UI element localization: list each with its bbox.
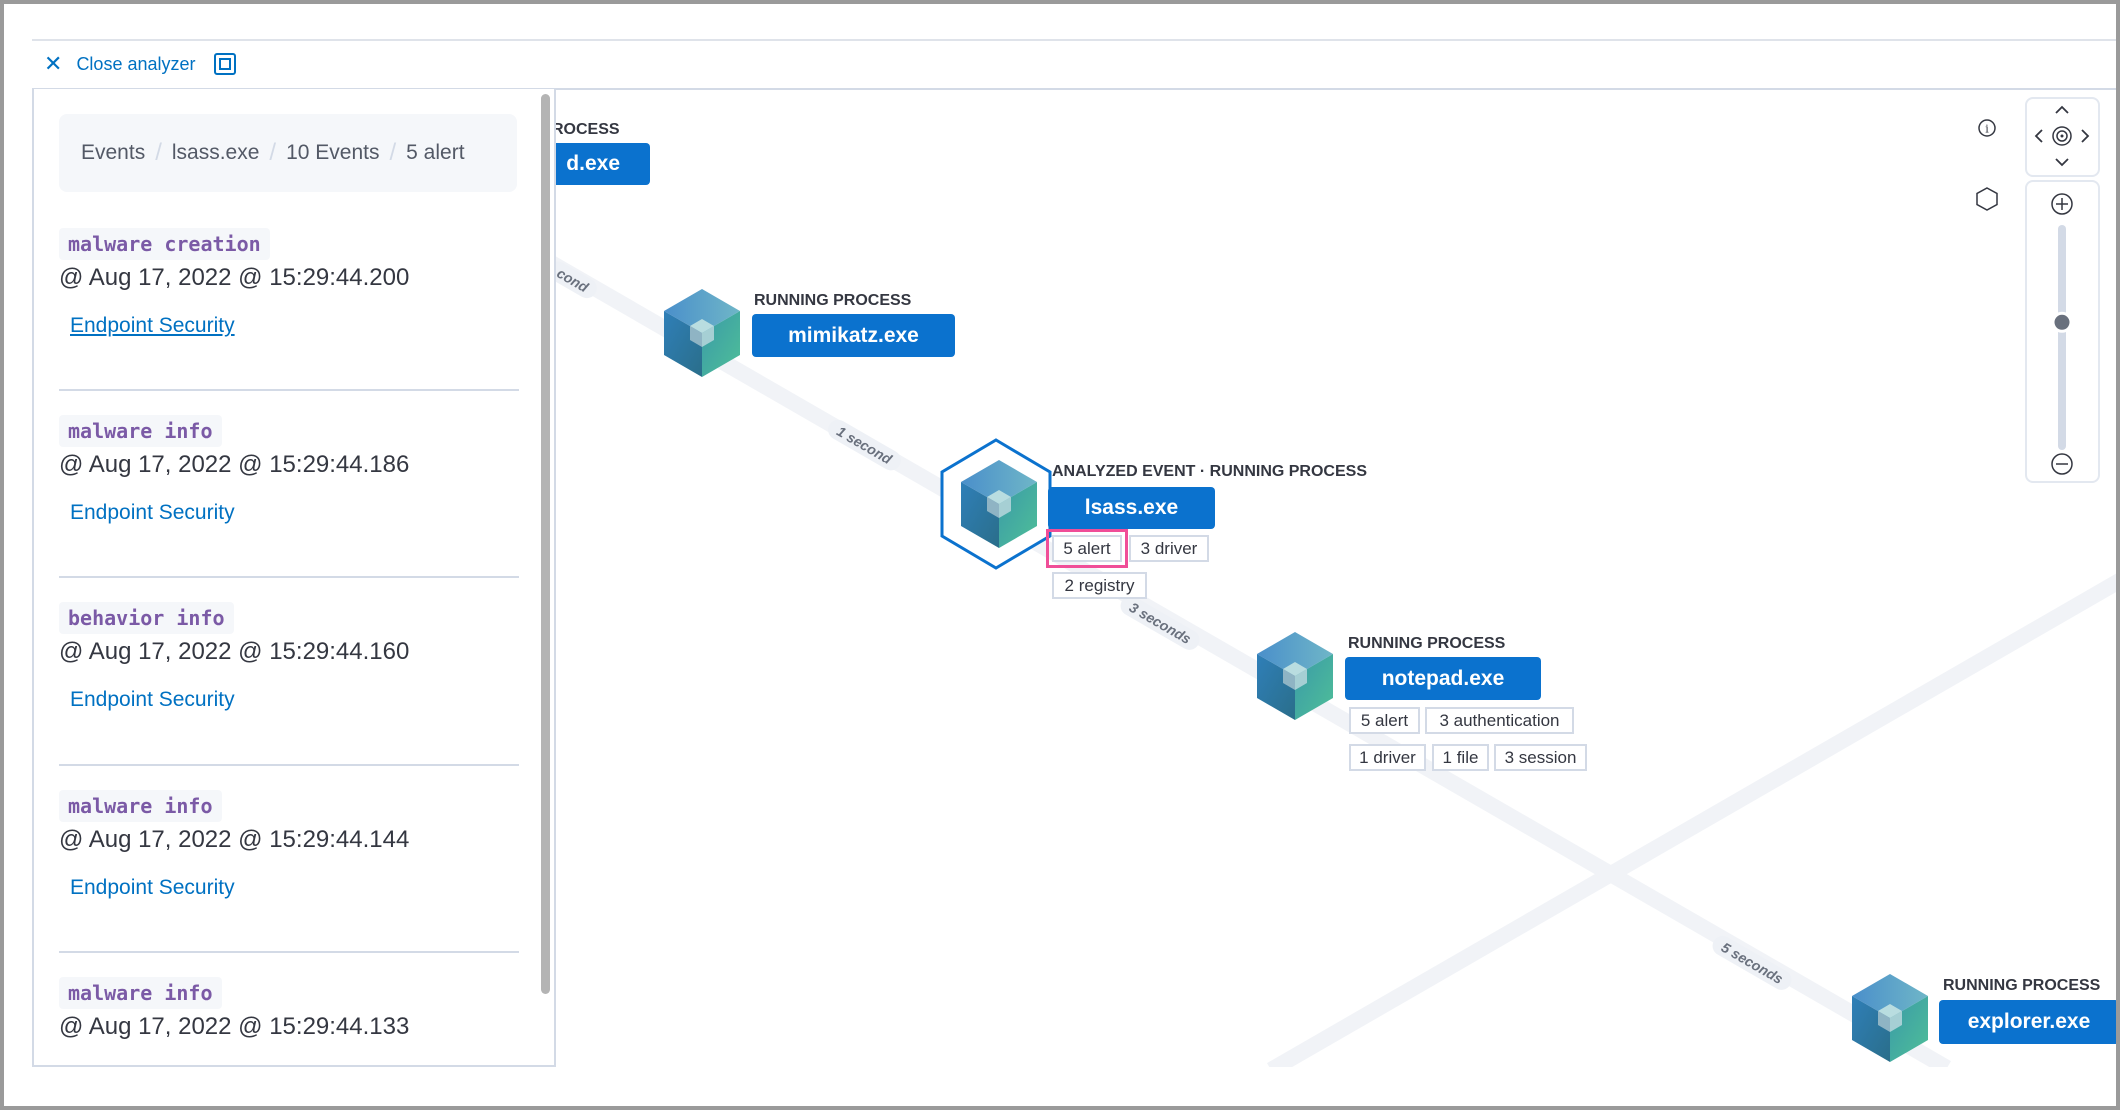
process-node-button[interactable]: d.exe [556, 143, 650, 185]
node-pill-registry[interactable]: 2 registry [1052, 572, 1147, 599]
breadcrumb-item[interactable]: Events [81, 141, 146, 164]
event-source-link[interactable]: Endpoint Security [70, 501, 235, 524]
pan-down-icon[interactable] [2055, 158, 2069, 167]
divider [59, 576, 519, 578]
zoom-out-icon[interactable] [2051, 453, 2073, 475]
zoom-in-icon[interactable] [2051, 193, 2073, 215]
event-item: malware info @ Aug 17, 2022 @ 15:29:44.1… [59, 977, 519, 1041]
edge-cross [1267, 573, 2116, 1067]
event-date: @ Aug 17, 2022 @ 15:29:44.133 [59, 1013, 410, 1040]
mimikatz-node-button[interactable]: mimikatz.exe [752, 314, 955, 357]
breadcrumb-item[interactable]: lsass.exe [171, 141, 260, 164]
event-date: @ Aug 17, 2022 @ 15:29:44.186 [59, 451, 410, 478]
divider [59, 951, 519, 953]
breadcrumb-item[interactable]: 10 Events [286, 141, 380, 164]
close-analyzer-button[interactable]: ✕ Close analyzer [44, 50, 236, 78]
fullscreen-icon[interactable] [213, 53, 236, 75]
notepad-node-button[interactable]: notepad.exe [1345, 657, 1541, 700]
node-type-label: ROCESS [556, 121, 620, 138]
event-title: malware info [59, 415, 222, 447]
zoom-slider-thumb[interactable] [2051, 311, 2073, 333]
pan-left-icon[interactable] [2034, 129, 2043, 143]
event-item: malware info @ Aug 17, 2022 @ 15:29:44.1… [59, 415, 519, 525]
event-title: malware info [59, 790, 222, 822]
node-pill-session[interactable]: 3 session [1494, 744, 1587, 771]
svg-text:i: i [1985, 123, 1989, 136]
node-pill-authentication[interactable]: 3 authentication [1425, 707, 1574, 734]
canvas-border [32, 88, 2116, 90]
node-pill-file[interactable]: 1 file [1432, 744, 1489, 771]
pan-control [2025, 97, 2100, 177]
events-panel: Events/ lsass.exe/ 10 Events/ 5 alert ma… [32, 89, 556, 1067]
info-icon[interactable]: i [1977, 118, 1997, 138]
breadcrumb-item: 5 alert [406, 141, 465, 164]
event-source-link[interactable]: Endpoint Security [70, 314, 235, 337]
explorer-node-button[interactable]: explorer.exe [1939, 1000, 2116, 1044]
panel-scrollbar[interactable] [541, 94, 550, 994]
node-pill-driver[interactable]: 3 driver [1129, 535, 1209, 562]
node-pill-alert[interactable]: 5 alert [1046, 529, 1128, 568]
top-divider [32, 39, 2116, 41]
close-icon: ✕ [44, 51, 63, 76]
center-icon[interactable] [2052, 126, 2072, 146]
event-title: malware info [59, 977, 222, 1009]
event-title: malware creation [59, 228, 270, 260]
graph-edges [556, 256, 2116, 1067]
zoom-slider-track[interactable] [2058, 225, 2066, 450]
event-item: malware creation @ Aug 17, 2022 @ 15:29:… [59, 228, 519, 338]
zoom-control [2025, 180, 2100, 483]
event-source-link[interactable]: Endpoint Security [70, 688, 235, 711]
close-analyzer-label: Close analyzer [76, 53, 196, 74]
node-type-label: RUNNING PROCESS [1943, 977, 2101, 994]
node-type-label: RUNNING PROCESS [1348, 635, 1506, 652]
pan-up-icon[interactable] [2055, 105, 2069, 114]
event-date: @ Aug 17, 2022 @ 15:29:44.160 [59, 638, 410, 665]
event-title: behavior info [59, 602, 234, 634]
node-type-label: ANALYZED EVENT · RUNNING PROCESS [1052, 463, 1367, 480]
node-type-label: RUNNING PROCESS [754, 292, 912, 309]
pan-right-icon[interactable] [2081, 129, 2090, 143]
lsass-node-button[interactable]: lsass.exe [1048, 487, 1215, 529]
event-item: behavior info @ Aug 17, 2022 @ 15:29:44.… [59, 602, 519, 712]
event-item: malware info @ Aug 17, 2022 @ 15:29:44.1… [59, 790, 519, 900]
divider [59, 389, 519, 391]
breadcrumb: Events/ lsass.exe/ 10 Events/ 5 alert [59, 114, 517, 192]
event-source-link[interactable]: Endpoint Security [70, 876, 235, 899]
node-pill-alert[interactable]: 5 alert [1349, 707, 1420, 734]
event-date: @ Aug 17, 2022 @ 15:29:44.200 [59, 264, 410, 291]
event-date: @ Aug 17, 2022 @ 15:29:44.144 [59, 826, 410, 853]
hexagon-legend-icon[interactable] [1975, 186, 1999, 212]
edge-main [556, 256, 1951, 1067]
node-pill-driver[interactable]: 1 driver [1349, 744, 1426, 771]
divider [59, 764, 519, 766]
process-graph[interactable]: cond 1 second 3 seconds 5 seconds ROCESS… [556, 90, 2116, 1067]
